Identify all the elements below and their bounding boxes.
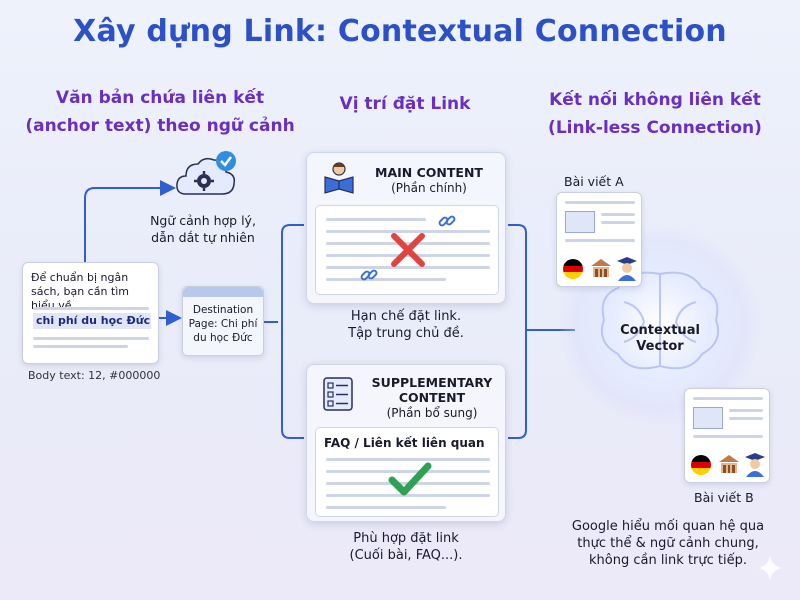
article-a-label: Bài viết A — [564, 174, 624, 189]
supplementary-content-panel: SUPPLEMENTARY CONTENT (Phần bổ sung) FAQ… — [306, 364, 506, 522]
destination-page-card: Destination Page: Chi phí du học Đức — [182, 286, 264, 356]
checklist-icon — [323, 377, 353, 411]
main-content-panel: MAIN CONTENT (Phần chính) — [306, 152, 506, 304]
body-text-caption: Body text: 12, #000000 — [28, 369, 161, 382]
germany-flag-icon — [563, 259, 583, 279]
placement-column-title: Vị trí đặt Link — [339, 94, 471, 114]
article-b-card — [684, 388, 770, 483]
anchor-text-card: Để chuẩn bị ngân sách, bạn cần tìm hiểu … — [22, 262, 159, 364]
link-icon — [360, 269, 378, 281]
article-b-label: Bài viết B — [694, 490, 754, 505]
body-text: Để chuẩn bị ngân sách, bạn cần tìm hiểu … — [31, 271, 130, 312]
main-content-subtitle: (Phần chính) — [391, 181, 467, 195]
graduate-icon — [745, 453, 765, 477]
link-icon — [438, 215, 456, 227]
faq-box: FAQ / Liên kết liên quan — [315, 427, 499, 517]
university-icon — [591, 259, 611, 277]
main-content-box — [315, 205, 499, 295]
article-a-card — [556, 192, 642, 287]
anchor-column-title: Văn bản chứa liên kết (anchor text) theo… — [25, 88, 295, 136]
main-content-title: MAIN CONTENT — [375, 165, 483, 180]
faq-label: FAQ / Liên kết liên quan — [324, 436, 485, 450]
check-icon — [388, 462, 432, 496]
germany-flag-icon — [691, 455, 711, 475]
supplementary-content-title: SUPPLEMENTARY CONTENT — [371, 375, 493, 405]
page-title: Xây dựng Link: Contextual Connection — [73, 14, 727, 49]
context-note: Ngữ cảnh hợp lý, dẫn dắt tự nhiên — [150, 213, 256, 245]
destination-label: Destination Page: Chi phí du học Đức — [188, 304, 258, 344]
google-note: Google hiểu mối quan hệ qua thực thể & n… — [571, 519, 765, 568]
university-icon — [719, 455, 739, 473]
linkless-column-title: Kết nối không liên kết (Link-less Connec… — [548, 90, 762, 138]
supplementary-content-note: Phù hợp đặt link (Cuối bài, FAQ...). — [349, 531, 463, 563]
check-badge-icon — [216, 151, 236, 171]
supplementary-content-subtitle: (Phần bổ sung) — [386, 406, 478, 420]
contextual-vector-label: Contextual Vector — [620, 323, 700, 354]
reader-icon — [324, 162, 354, 194]
cross-icon — [391, 233, 425, 267]
anchor-link[interactable]: chi phí du học Đức — [33, 313, 151, 329]
sparkle-icon — [758, 556, 782, 580]
graduate-icon — [617, 257, 637, 281]
main-content-note: Hạn chế đặt link. Tập trung chủ đề. — [348, 309, 464, 341]
